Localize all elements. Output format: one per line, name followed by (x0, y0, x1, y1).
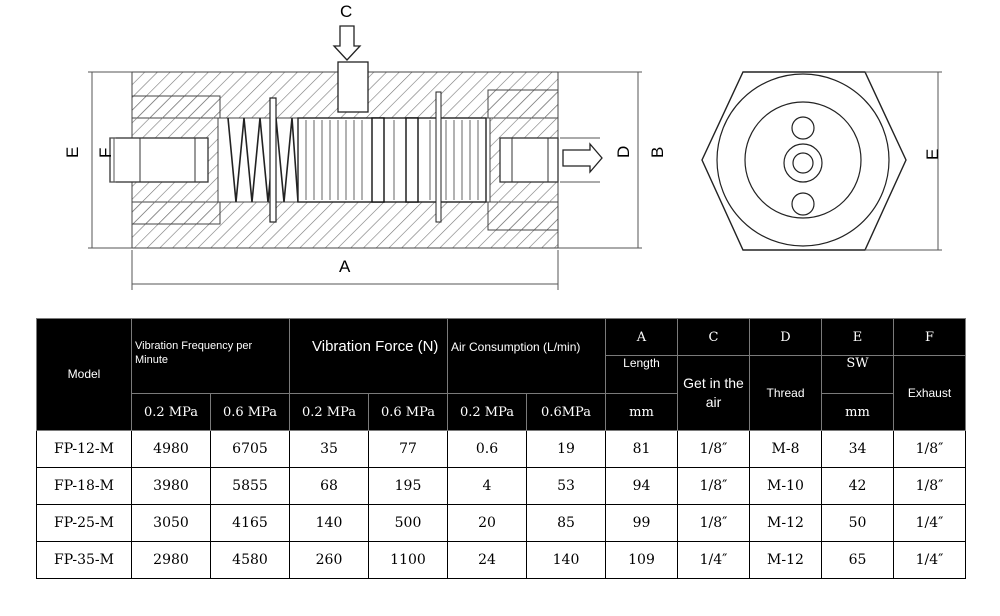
cell-exhaust: 1/8″ (893, 430, 966, 468)
header-col-d-thread: Thread (749, 355, 822, 431)
technical-drawing: A B C D E F E (63, 2, 942, 290)
header-col-a-unit: mm (605, 393, 678, 431)
header-col-e-letter: E (821, 318, 894, 356)
cell-freq-02: 3050 (131, 504, 211, 542)
cell-thread: M-12 (749, 504, 822, 542)
header-model: Model (36, 318, 132, 431)
cell-exhaust: 1/4″ (893, 504, 966, 542)
header-col-c-letter: C (677, 318, 750, 356)
cell-freq-02: 2980 (131, 541, 211, 579)
cell-thread: M-10 (749, 467, 822, 505)
dim-label-f: F (96, 148, 115, 158)
header-col-c-get-in-air: Get in the air (677, 355, 750, 431)
exhaust-arrow (562, 142, 603, 174)
cell-inlet: 1/8″ (677, 467, 750, 505)
cell-sw: 42 (821, 467, 894, 505)
cell-freq-06: 4165 (210, 504, 290, 542)
header-pressure-freq-06: 0.6 MPa (210, 393, 290, 431)
cell-force-06: 500 (368, 504, 448, 542)
cell-air-06: 19 (526, 430, 606, 468)
cell-model: FP-12-M (36, 430, 132, 468)
cell-sw: 65 (821, 541, 894, 579)
cell-model: FP-35-M (36, 541, 132, 579)
table-row: FP-12-M 4980 6705 35 77 0.6 19 81 1/8″ M… (36, 430, 966, 468)
cell-air-06: 140 (526, 541, 606, 579)
dim-label-e-end: E (923, 149, 942, 160)
inlet-arrow (332, 25, 362, 61)
cell-model: FP-25-M (36, 504, 132, 542)
dim-label-b: B (648, 147, 667, 158)
header-col-a-letter: A (605, 318, 678, 356)
dim-label-e-side: E (63, 147, 82, 158)
air-inlet-nozzle (337, 61, 369, 113)
cell-force-02: 35 (289, 430, 369, 468)
side-section-view: A B C D E F (63, 2, 667, 290)
cell-air-02: 0.6 (447, 430, 527, 468)
cell-force-02: 140 (289, 504, 369, 542)
dim-label-a: A (339, 257, 351, 276)
header-col-a-length: Length (605, 355, 678, 394)
end-view: E (701, 71, 942, 251)
cell-freq-02: 4980 (131, 430, 211, 468)
cell-sw: 50 (821, 504, 894, 542)
cell-freq-02: 3980 (131, 467, 211, 505)
header-col-e-unit: mm (821, 393, 894, 431)
header-pressure-air-06: 0.6MPa (526, 393, 606, 431)
outer-circle (716, 73, 890, 247)
cell-inlet: 1/4″ (677, 541, 750, 579)
cell-length: 109 (605, 541, 678, 579)
port-hole-top (791, 116, 815, 140)
table-row: FP-18-M 3980 5855 68 195 4 53 94 1/8″ M-… (36, 467, 966, 505)
table-row: FP-35-M 2980 4580 260 1100 24 140 109 1/… (36, 541, 966, 579)
header-air-consumption: Air Consumption (L/min) (447, 318, 606, 394)
spring-plate (269, 97, 277, 223)
header-vibration-force: Vibration Force (N) (289, 318, 448, 394)
header-pressure-freq-02: 0.2 MPa (131, 393, 211, 431)
piston (297, 117, 487, 203)
dim-label-c: C (340, 2, 352, 21)
cell-force-06: 77 (368, 430, 448, 468)
cell-force-02: 260 (289, 541, 369, 579)
cell-freq-06: 4580 (210, 541, 290, 579)
header-col-f-letter: F (893, 318, 966, 356)
hex-outline (701, 71, 907, 251)
cell-air-02: 4 (447, 467, 527, 505)
header-pressure-force-06: 0.6 MPa (368, 393, 448, 431)
header-pressure-air-02: 0.2 MPa (447, 393, 527, 431)
cell-inlet: 1/8″ (677, 504, 750, 542)
cell-freq-06: 5855 (210, 467, 290, 505)
cell-thread: M-8 (749, 430, 822, 468)
cell-exhaust: 1/8″ (893, 467, 966, 505)
header-col-d-letter: D (749, 318, 822, 356)
cell-model: FP-18-M (36, 467, 132, 505)
header-pressure-force-02: 0.2 MPa (289, 393, 369, 431)
cell-force-06: 1100 (368, 541, 448, 579)
cell-length: 94 (605, 467, 678, 505)
inner-circle (744, 101, 862, 219)
spec-table: Model Vibration Frequency per Minute Vib… (36, 318, 966, 579)
cell-force-02: 68 (289, 467, 369, 505)
cell-length: 81 (605, 430, 678, 468)
cell-thread: M-12 (749, 541, 822, 579)
header-vibration-frequency: Vibration Frequency per Minute (131, 318, 290, 394)
cell-exhaust: 1/4″ (893, 541, 966, 579)
exhaust-port (499, 137, 559, 183)
spring (227, 117, 299, 203)
cell-air-02: 20 (447, 504, 527, 542)
cell-sw: 34 (821, 430, 894, 468)
cell-length: 99 (605, 504, 678, 542)
dim-label-d: D (614, 146, 633, 158)
port-hole-center (783, 143, 823, 183)
header-col-e-sw: SW (821, 355, 894, 394)
cell-force-06: 195 (368, 467, 448, 505)
cell-inlet: 1/8″ (677, 430, 750, 468)
cell-air-02: 24 (447, 541, 527, 579)
header-col-f-exhaust: Exhaust (893, 355, 966, 431)
cell-freq-06: 6705 (210, 430, 290, 468)
port-hole-bottom (791, 192, 815, 216)
inlet-port (109, 137, 209, 183)
cell-air-06: 53 (526, 467, 606, 505)
table-row: FP-25-M 3050 4165 140 500 20 85 99 1/8″ … (36, 504, 966, 542)
cell-air-06: 85 (526, 504, 606, 542)
